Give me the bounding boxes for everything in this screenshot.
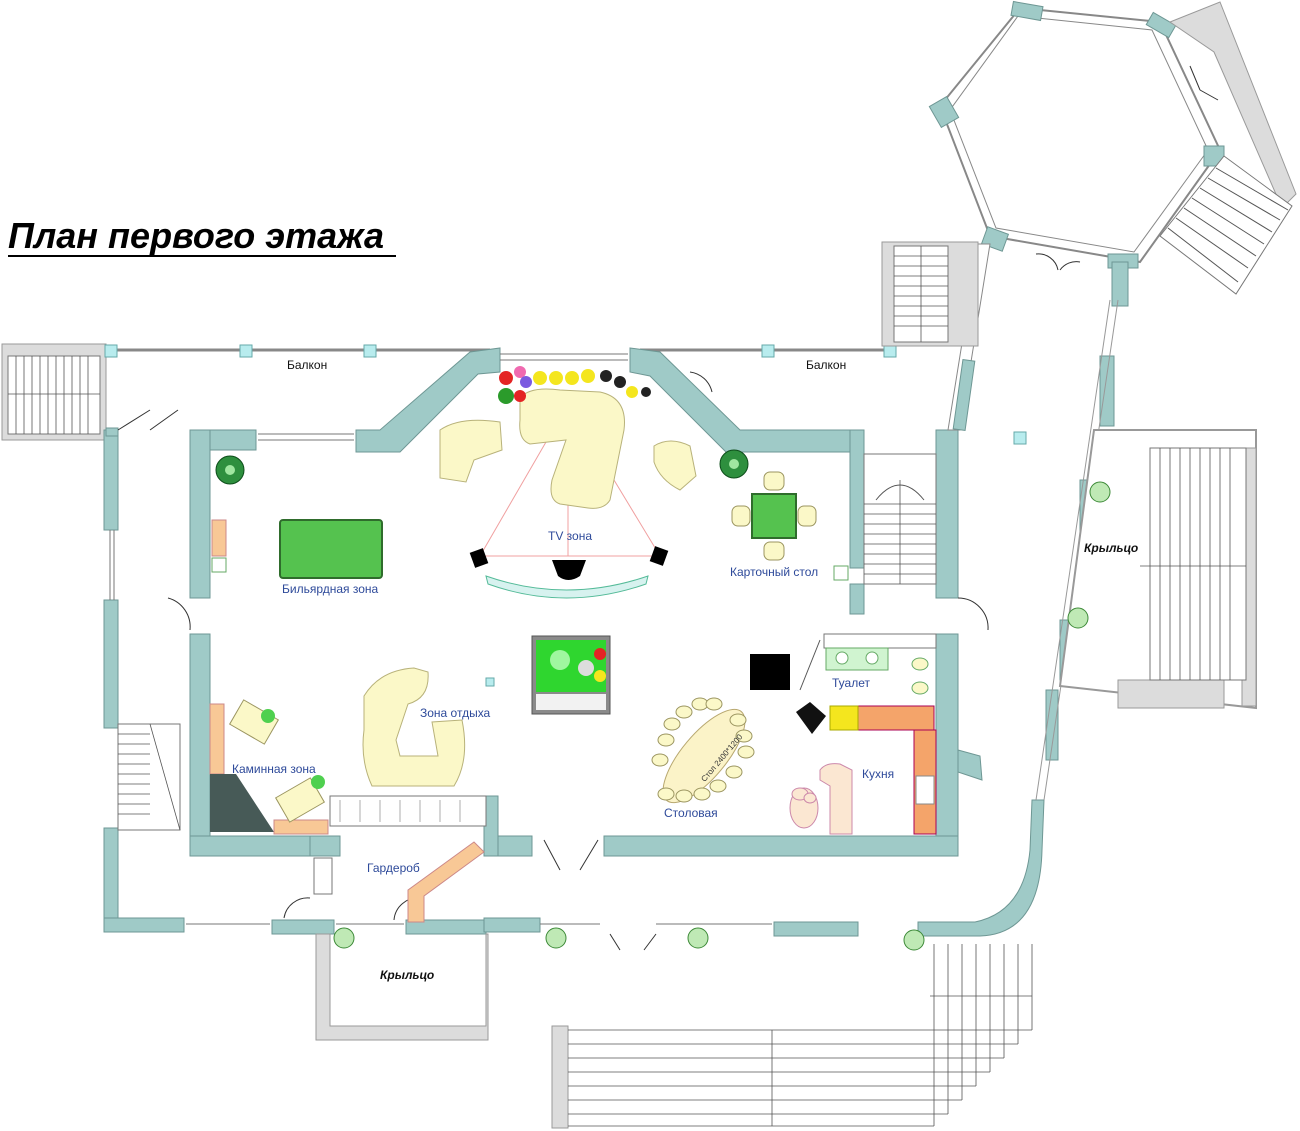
dining-label: Столовая	[664, 806, 718, 820]
billiard-zone-label: Бильярдная зона	[282, 582, 379, 596]
balcony-left-label: Балкон	[287, 358, 327, 372]
windows	[109, 353, 772, 925]
toilet-room	[799, 633, 937, 695]
rest-zone-sofa	[362, 667, 466, 787]
toilet-label: Туалет	[832, 676, 870, 690]
kitchen-label: Кухня	[862, 767, 894, 781]
flower-bed-top	[498, 366, 651, 404]
inner-staircase	[863, 453, 937, 585]
porch-bottom-label: Крыльцо	[380, 968, 434, 982]
plan-title: План первого этажа	[8, 215, 384, 256]
wardrobe	[313, 795, 487, 923]
fireplace-zone	[209, 699, 329, 835]
left-lower-stairs	[117, 723, 181, 831]
outer-walls	[103, 427, 1045, 937]
card-table-label: Карточный стол	[730, 565, 818, 579]
rest-zone-label: Зона отдыха	[420, 706, 491, 720]
right-porch	[1058, 429, 1257, 710]
left-top-stairs	[1, 343, 107, 441]
tv-zone	[439, 366, 697, 599]
right-porch-steps	[1140, 447, 1247, 681]
tv-zone-label: TV зона	[548, 529, 592, 543]
kitchen	[750, 654, 983, 835]
bottom-porch	[315, 933, 489, 1041]
wardrobe-label: Гардероб	[367, 861, 420, 875]
balcony-right-label: Балкон	[806, 358, 846, 372]
fireplace-zone-label: Каминная зона	[232, 762, 316, 776]
doors	[117, 371, 989, 951]
card-table	[719, 449, 849, 581]
entrance-plants	[333, 927, 925, 951]
central-planter	[531, 635, 611, 715]
balcony-rail	[104, 344, 1027, 687]
main-walls	[189, 347, 959, 857]
pavilion-stairs	[1159, 155, 1293, 295]
upper-right-stairs	[881, 241, 979, 347]
porch-right-label: Крыльцо	[1084, 541, 1138, 555]
dining-table	[651, 697, 755, 804]
hexagon-pavilion	[928, 0, 1297, 295]
billiard-table	[211, 455, 383, 579]
bottom-steps	[551, 944, 1033, 1129]
